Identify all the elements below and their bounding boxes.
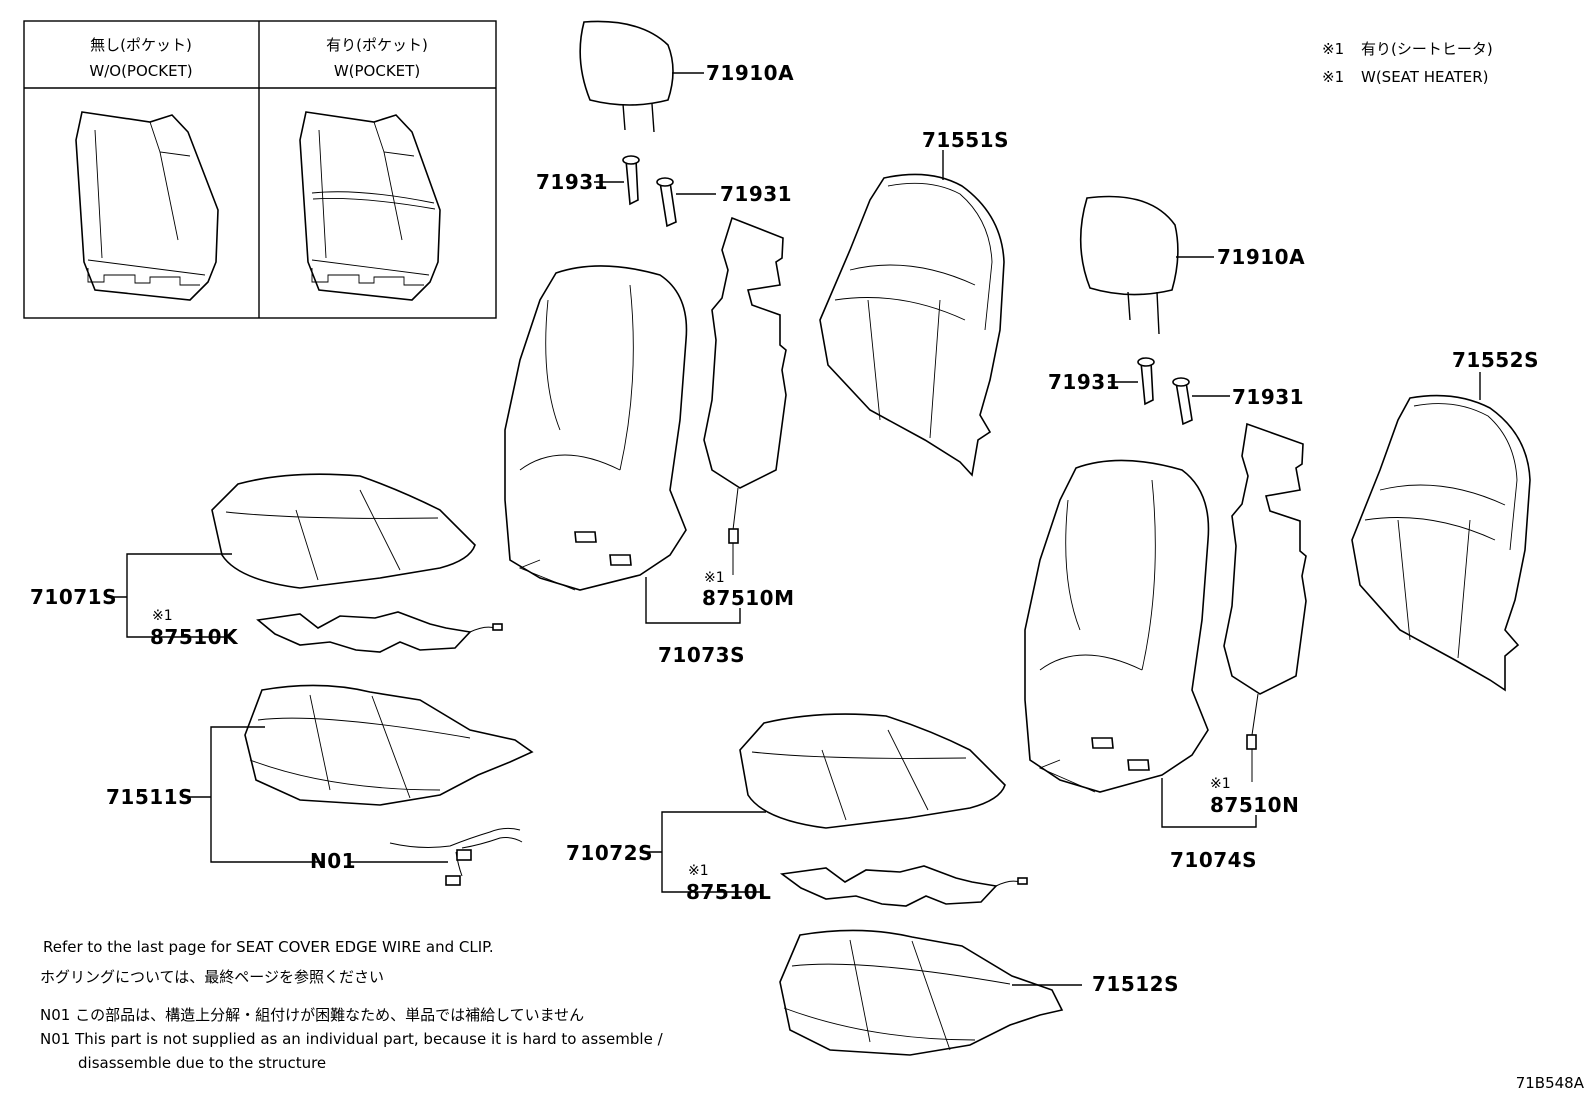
part-number-71072s: 71072S xyxy=(566,841,653,865)
footnote-mark-87510k: ※1 xyxy=(152,608,173,624)
seatback-cover-left xyxy=(819,150,1005,477)
leader-71071s-bottom xyxy=(126,596,225,638)
part-number-71512s: 71512S xyxy=(1092,972,1179,996)
part-number-87510n: 87510N xyxy=(1210,793,1299,817)
part-number-71931-4: 71931 xyxy=(1232,385,1304,409)
part-number-71931-1: 71931 xyxy=(536,170,608,194)
note-line-5: disassemble due to the structure xyxy=(78,1054,326,1072)
seatback-left xyxy=(504,265,741,624)
footnote-mark-2: ※1 xyxy=(1322,68,1344,86)
footnote-mark-87510m: ※1 xyxy=(704,570,725,586)
cushion-heater-left xyxy=(256,611,503,653)
seatback-right xyxy=(1024,459,1257,828)
part-number-87510l: 87510L xyxy=(686,880,771,904)
part-number-71071s: 71071S xyxy=(30,585,117,609)
cushion-cover-left xyxy=(244,684,534,806)
pocket-legend-box: 無し(ポケット) W/O(POCKET) 有り(ポケット) W(POCKET) xyxy=(23,20,497,319)
leader-71072s-bottom xyxy=(661,851,760,893)
headrest-left xyxy=(579,20,704,133)
cushion-cover-right xyxy=(779,929,1082,1056)
footnote-heater-en: W(SEAT HEATER) xyxy=(1361,68,1488,86)
seatback-with-pocket-illustration xyxy=(299,111,441,301)
leader-71071s-top xyxy=(126,553,232,596)
seatback-heater-right xyxy=(1223,422,1307,782)
part-number-71511s: 71511S xyxy=(106,785,193,809)
headrest-guides-left xyxy=(594,155,716,228)
footnote-mark-1: ※1 xyxy=(1322,40,1344,58)
legend-without-pocket-jp: 無し(ポケット) xyxy=(90,36,192,54)
footnote-mark-87510n: ※1 xyxy=(1210,776,1231,792)
headrest-right xyxy=(1079,195,1214,335)
part-number-n01: N01 xyxy=(310,849,356,873)
note-line-1: Refer to the last page for SEAT COVER ED… xyxy=(43,938,494,956)
notes: Refer to the last page for SEAT COVER ED… xyxy=(40,938,664,1072)
part-number-71552s: 71552S xyxy=(1452,348,1539,372)
note-line-4: N01 This part is not supplied as an indi… xyxy=(40,1030,664,1048)
leader-71511s-top xyxy=(210,726,265,797)
seat-heater-footnote: ※1 有り(シートヒータ) ※1 W(SEAT HEATER) xyxy=(1322,40,1493,86)
part-number-71074s: 71074S xyxy=(1170,848,1257,872)
seatback-without-pocket-illustration xyxy=(75,111,219,301)
seatback-cover-right xyxy=(1351,372,1531,692)
n01-wire-harness xyxy=(389,827,523,886)
part-number-71910a-left: 71910A xyxy=(706,61,794,85)
part-number-87510m: 87510M xyxy=(702,586,794,610)
part-number-71551s: 71551S xyxy=(922,128,1009,152)
figure-id: 71B548A xyxy=(1516,1074,1585,1092)
part-number-71073s: 71073S xyxy=(658,643,745,667)
part-number-71910a-right: 71910A xyxy=(1217,245,1305,269)
seat-cushion-left xyxy=(211,473,476,589)
legend-without-pocket-en: W/O(POCKET) xyxy=(89,62,192,80)
note-line-3: N01 この部品は、構造上分解・組付けが困難なため、単品では補給していません xyxy=(40,1006,584,1024)
leader-71511s-bottom xyxy=(210,797,322,863)
cushion-heater-right xyxy=(779,865,1028,907)
legend-with-pocket-en: W(POCKET) xyxy=(334,62,420,80)
legend-with-pocket-jp: 有り(ポケット) xyxy=(326,36,428,54)
seatback-heater-left xyxy=(703,216,787,575)
footnote-heater-jp: 有り(シートヒータ) xyxy=(1361,40,1493,58)
headrest-guides-right xyxy=(1108,357,1230,426)
part-number-87510k: 87510K xyxy=(150,625,239,649)
note-line-2: ホグリングについては、最終ページを参照ください xyxy=(40,968,384,986)
seat-cushion-right xyxy=(739,713,1006,829)
part-number-71931-3: 71931 xyxy=(1048,370,1120,394)
footnote-mark-87510l: ※1 xyxy=(688,863,709,879)
part-number-71931-2: 71931 xyxy=(720,182,792,206)
leader-71072s-top xyxy=(661,811,766,851)
